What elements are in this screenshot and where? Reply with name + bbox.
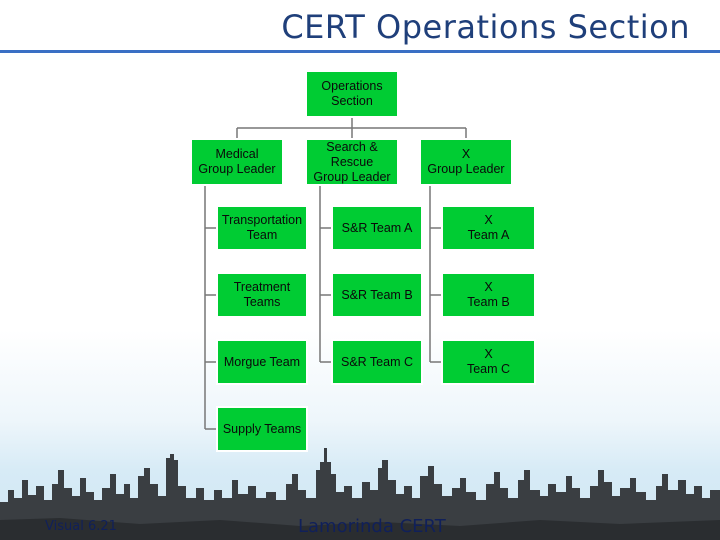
treatment-teams-box: Treatment Teams (216, 272, 308, 318)
x-group-leader-box: X Group Leader (419, 138, 513, 186)
visual-number-label: Visual 6.21 (45, 519, 117, 534)
sr-team-b-box: S&R Team B (331, 272, 423, 318)
sr-team-c-box: S&R Team C (331, 339, 423, 385)
transportation-team-box: Transportation Team (216, 205, 308, 251)
morgue-team-box: Morgue Team (216, 339, 308, 385)
supply-teams-box: Supply Teams (216, 406, 308, 452)
operations-section-box: Operations Section (305, 70, 399, 118)
x-team-c-box: X Team C (441, 339, 536, 385)
title-divider (0, 50, 720, 53)
x-team-a-box: X Team A (441, 205, 536, 251)
city-skyline-image (0, 448, 720, 540)
x-team-b-box: X Team B (441, 272, 536, 318)
sr-team-a-box: S&R Team A (331, 205, 423, 251)
medical-group-leader-box: Medical Group Leader (190, 138, 284, 186)
organization-footer-label: Lamorinda CERT (298, 516, 446, 537)
slide-title: CERT Operations Section (281, 8, 690, 46)
search-rescue-group-leader-box: Search & Rescue Group Leader (305, 138, 399, 186)
